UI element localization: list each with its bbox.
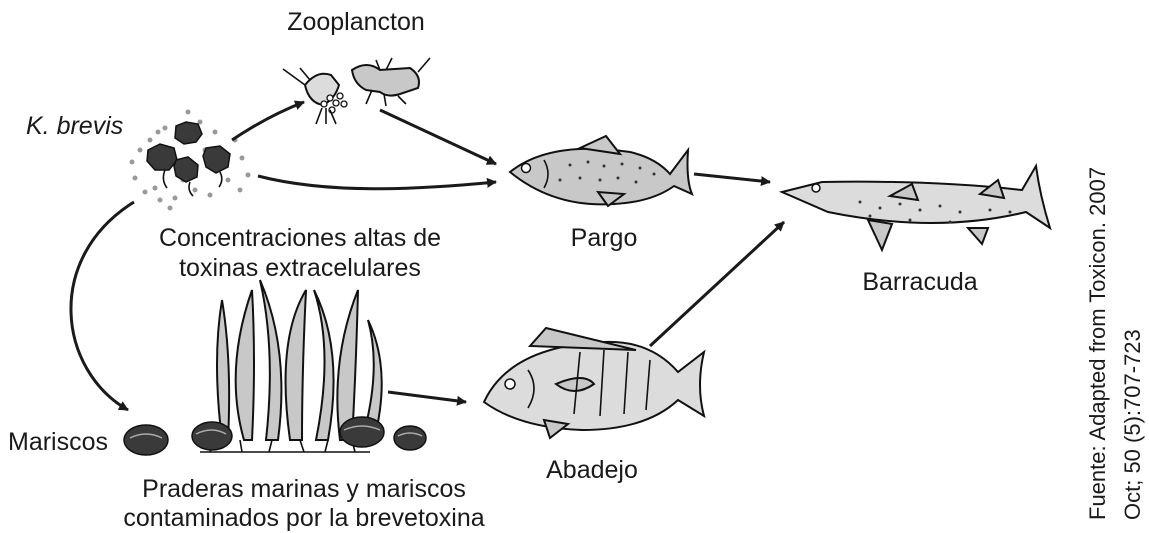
arrow-pargo-to-barracuda <box>694 174 770 182</box>
food-web-arrows <box>71 102 784 410</box>
abadejo-fish-illustration <box>484 328 704 438</box>
concentration-label-line1: Concentraciones altas de <box>159 224 441 252</box>
arrow-seagrass-to-abadejo <box>388 392 466 402</box>
arrow-kbrevis-to-pargo <box>258 176 496 189</box>
arrow-kbrevis-to-zooplankton <box>232 102 304 140</box>
k-brevis-cells-illustration <box>130 110 251 211</box>
arrow-abadejo-to-barracuda <box>650 222 784 346</box>
concentration-label-line2: toxinas extracelulares <box>179 254 421 282</box>
zooplankton-illustration <box>283 58 430 124</box>
abadejo-label: Abadejo <box>546 456 638 484</box>
pargo-fish-illustration <box>510 136 692 206</box>
arrow-kbrevis-to-shellfish <box>71 202 134 410</box>
barracuda-illustration <box>782 166 1050 250</box>
source-citation-line1: Fuente: Adapted from Toxicon. 2007 <box>1085 167 1110 520</box>
arrow-zooplankton-to-pargo <box>380 110 496 164</box>
zooplankton-label: Zooplancton <box>287 8 425 36</box>
seagrass-label-line1: Praderas marinas y mariscos <box>142 475 466 503</box>
mariscos-label: Mariscos <box>8 428 108 456</box>
seagrass-label-line2: contaminados por la brevetoxina <box>123 504 484 532</box>
source-citation-line2: Oct; 50 (5):707-723 <box>1120 329 1145 520</box>
pargo-label: Pargo <box>571 224 638 252</box>
barracuda-label: Barracuda <box>862 268 977 296</box>
k-brevis-label: K. brevis <box>26 112 123 140</box>
